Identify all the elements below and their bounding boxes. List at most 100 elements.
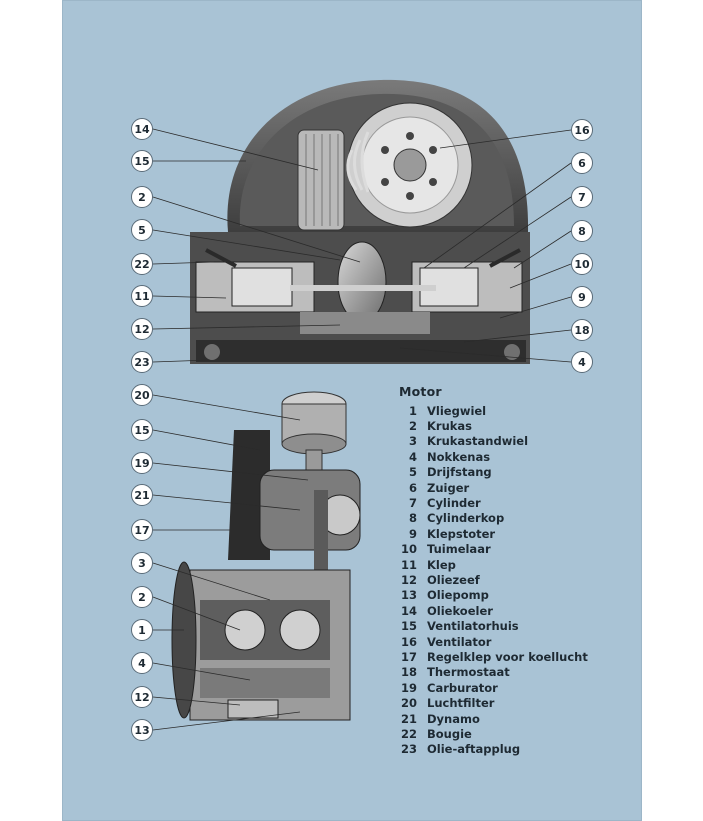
legend-number: 4	[408, 449, 417, 464]
fan-wheel	[347, 102, 473, 228]
engine-side-section-bottom	[171, 391, 361, 721]
legend-number: 2	[408, 419, 417, 434]
crankcase-side	[189, 569, 351, 721]
legend-item: 9 Klepstoter	[399, 526, 589, 541]
legend-number: 16	[400, 634, 417, 649]
legend-label: Olie-aftapplug	[427, 742, 521, 757]
callout-circle: 10	[571, 253, 593, 275]
legend-label: Nokkenas	[427, 449, 491, 464]
callout-circle: 19	[131, 452, 153, 474]
callout-circle: 12	[131, 318, 153, 340]
callout-circle: 21	[131, 484, 153, 506]
legend-number: 6	[408, 480, 417, 495]
legend-number: 9	[408, 526, 417, 541]
callout-circle: 13	[131, 719, 153, 741]
parts-legend: Motor 1 Vliegwiel 2 Krukas 3 Krukastandwiel…	[399, 384, 589, 757]
legend-number: 13	[400, 588, 417, 603]
callout-circle: 2	[131, 586, 153, 608]
callout-circle: 4	[571, 351, 593, 373]
legend-item: 10 Tuimelaar	[399, 542, 589, 557]
dynamo	[259, 469, 361, 551]
leader-lines	[152, 128, 572, 731]
legend-number: 10	[400, 542, 417, 557]
legend-item: 3 Krukastandwiel	[399, 434, 589, 449]
legend-number: 12	[400, 572, 417, 587]
legend-item: 23 Olie-aftapplug	[399, 742, 589, 757]
callout-circle: 8	[571, 220, 593, 242]
legend-item: 14 Oliekoeler	[399, 603, 589, 618]
legend-number: 8	[408, 511, 417, 526]
legend-item: 5 Drijfstang	[399, 465, 589, 480]
legend-label: Thermostaat	[427, 665, 510, 680]
legend-number: 3	[408, 434, 417, 449]
legend-number: 7	[408, 496, 417, 511]
legend-number: 14	[400, 603, 417, 618]
legend-label: Tuimelaar	[427, 542, 491, 557]
legend-item: 16 Ventilator	[399, 634, 589, 649]
callout-circle: 1	[131, 619, 153, 641]
legend-number: 15	[400, 619, 417, 634]
legend-label: Krukastandwiel	[427, 434, 529, 449]
legend-title: Motor	[399, 384, 442, 399]
callout-circle: 17	[131, 519, 153, 541]
legend-item: 19 Carburator	[399, 680, 589, 695]
crankcase-section	[190, 232, 530, 364]
legend-label: Zuiger	[427, 480, 470, 495]
legend-label: Oliezeef	[427, 572, 480, 587]
legend-item: 13 Oliepomp	[399, 588, 589, 603]
legend-label: Ventilatorhuis	[427, 619, 519, 634]
callout-circle: 15	[131, 150, 153, 172]
legend-label: Vliegwiel	[427, 403, 487, 418]
callout-circle: 3	[131, 552, 153, 574]
callout-circle: 16	[571, 119, 593, 141]
callout-circle: 15	[131, 419, 153, 441]
legend-label: Luchtfilter	[427, 696, 495, 711]
legend-label: Klepstoter	[427, 526, 496, 541]
callout-circle: 14	[131, 118, 153, 140]
callout-circle: 6	[571, 152, 593, 174]
callout-circle: 9	[571, 286, 593, 308]
legend-item: 1 Vliegwiel	[399, 403, 589, 418]
callout-circle: 5	[131, 219, 153, 241]
legend-label: Carburator	[427, 680, 498, 695]
callout-circle: 12	[131, 686, 153, 708]
legend-item: 6 Zuiger	[399, 480, 589, 495]
legend-item: 2 Krukas	[399, 418, 589, 433]
callout-circle: 2	[131, 186, 153, 208]
oil-cooler	[297, 129, 345, 231]
callout-circle: 4	[131, 652, 153, 674]
callout-circle: 23	[131, 351, 153, 373]
legend-item: 4 Nokkenas	[399, 449, 589, 464]
legend-label: Krukas	[427, 419, 473, 434]
spark-plugs	[205, 248, 521, 268]
callout-circle: 22	[131, 253, 153, 275]
legend-number: 23	[400, 742, 417, 757]
legend-number: 1	[408, 403, 417, 418]
legend-label: Bougie	[427, 726, 472, 741]
callout-circle: 18	[571, 319, 593, 341]
fan-blades	[346, 131, 370, 193]
legend-number: 17	[400, 649, 417, 664]
legend-label: Ventilator	[427, 634, 492, 649]
legend-number: 18	[400, 665, 417, 680]
legend-number: 11	[400, 557, 417, 572]
air-filter	[281, 391, 347, 491]
legend-label: Oliepomp	[427, 588, 489, 603]
legend-item: 12 Oliezeef	[399, 572, 589, 587]
callout-circle: 7	[571, 186, 593, 208]
legend-label: Oliekoeler	[427, 603, 493, 618]
legend-item: 15 Ventilatorhuis	[399, 618, 589, 633]
legend-number: 19	[400, 680, 417, 695]
legend-label: Drijfstang	[427, 465, 492, 480]
legend-number: 5	[408, 465, 417, 480]
legend-label: Dynamo	[427, 711, 480, 726]
carburetor-pipe	[314, 490, 328, 570]
